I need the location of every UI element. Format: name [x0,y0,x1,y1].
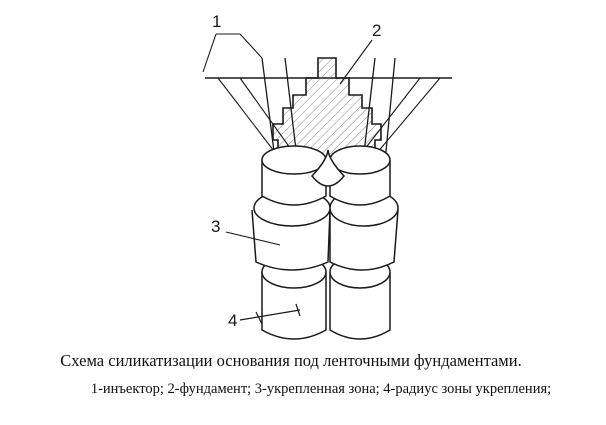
zone-cylinder-bottom-left [261,272,327,340]
label-strengthened-zone: 3 [211,217,220,236]
strengthened-zone [251,145,399,340]
caption-legend: 1-инъектор; 2-фундамент; 3-укрепленная з… [90,381,552,397]
label-injector: 1 [212,12,221,31]
leader-zone-radius [239,303,301,325]
label-zone-radius: 4 [228,311,237,330]
zone-cylinder-middle-right [329,209,399,271]
zone-cylinder-middle-left [251,209,331,271]
leader-foundation [339,39,373,85]
zone-cylinder-bottom-right [329,272,391,340]
leader-strengthened-zone [225,231,281,246]
leader-injector [202,33,263,73]
caption-title: Схема силикатизации основания под ленточ… [60,351,522,370]
label-foundation: 2 [372,21,381,40]
